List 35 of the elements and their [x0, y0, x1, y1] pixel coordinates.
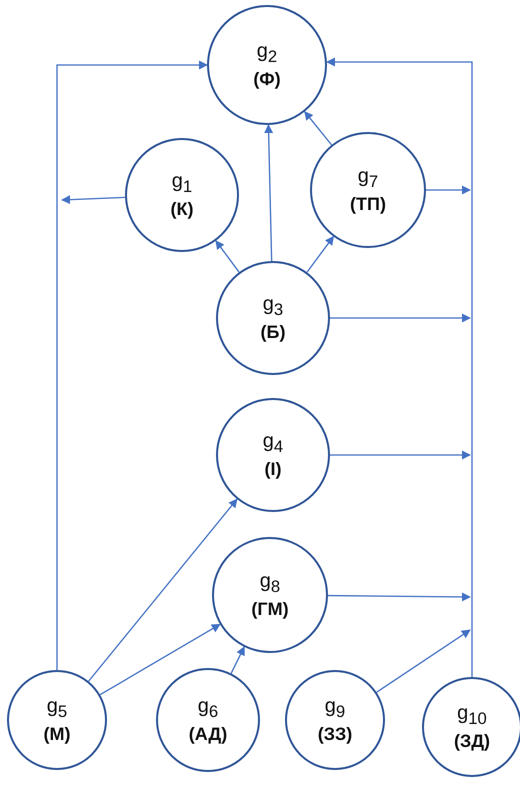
arrow: [264, 124, 274, 262]
node-label: (ЗЗ): [318, 723, 352, 745]
arrow: [330, 450, 471, 460]
node-label: (І): [264, 458, 282, 480]
arrow: [304, 110, 332, 146]
arrow: [426, 186, 471, 194]
node-symbol: g$_{8}$: [260, 570, 280, 598]
arrow: [376, 629, 471, 693]
arrow: [328, 592, 471, 602]
arrow: [88, 498, 238, 682]
node-symbol: g$_{5}$: [46, 695, 68, 723]
node-symbol: g$_{10}$: [457, 702, 487, 730]
node-label: (М): [44, 723, 70, 745]
node-label: (Ф): [253, 68, 281, 90]
node-symbol: g$_{9}$: [324, 695, 346, 723]
node-label: (К): [170, 198, 194, 220]
node-label: (ТП): [350, 193, 386, 215]
arrow: [100, 624, 221, 696]
arrow: [330, 314, 471, 322]
arrow: [61, 195, 126, 204]
node-label: (Б): [260, 321, 286, 343]
node-symbol: g$_{2}$: [256, 40, 278, 68]
arrow: [56, 60, 208, 670]
node-symbol: g$_{4}$: [262, 430, 284, 458]
arrow: [306, 236, 334, 273]
arrow: [326, 58, 473, 677]
node-label: (ГМ): [251, 598, 289, 620]
node-symbol: g$_{3}$: [262, 293, 284, 321]
arrow: [215, 240, 240, 273]
node-symbol: g$_{7}$: [358, 165, 378, 193]
node-symbol: g$_{1}$: [172, 170, 192, 198]
node-symbol: g$_{6}$: [198, 695, 218, 723]
arrow: [230, 646, 245, 674]
node-label: (АД): [188, 723, 228, 745]
node-label: (ЗД): [454, 730, 490, 752]
